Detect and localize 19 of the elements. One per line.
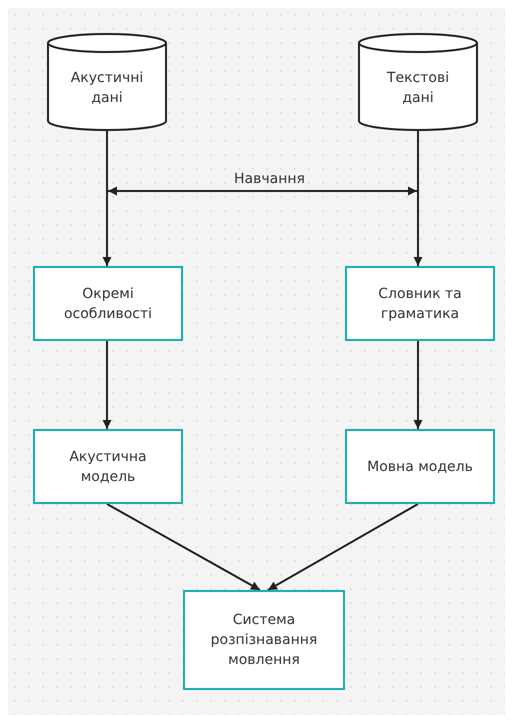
box-label: Мовна модель [366, 458, 474, 476]
arrow [268, 503, 418, 591]
box-label: Акустична модель [68, 448, 148, 486]
process-box [33, 266, 183, 341]
box-label: Окремі особливості [62, 284, 154, 324]
box-label: Словник та граматика [377, 284, 463, 324]
box-label: Система розпізнавання мовлення [210, 611, 318, 670]
arrow [414, 341, 422, 429]
arrow [102, 131, 112, 266]
process-box [33, 429, 183, 504]
annotation-label: Навчання [234, 171, 305, 187]
database-label: Акустичні дані [70, 69, 144, 108]
process-box [345, 266, 495, 341]
process-box [345, 429, 495, 504]
database-label: Текстові дані [386, 69, 450, 108]
arrow [106, 503, 260, 591]
arrow [102, 341, 112, 429]
arrow [414, 131, 422, 266]
process-box [183, 590, 345, 690]
